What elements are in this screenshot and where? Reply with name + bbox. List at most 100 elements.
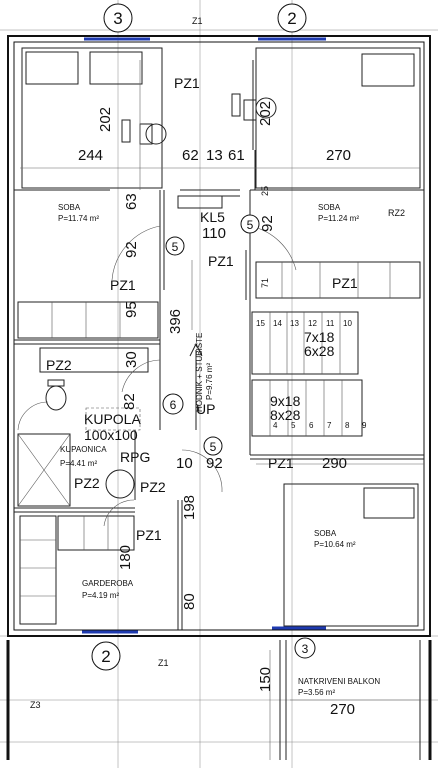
dimension-82: 82 [121, 393, 138, 410]
dimension-180: 180 [117, 545, 134, 570]
dimension-244: 244 [78, 147, 103, 164]
room-name-kupaonica: KUPAONICA [60, 445, 107, 454]
stair-spec-upper-2: 6x28 [304, 343, 335, 359]
tag-pz2-door: PZ2 [140, 479, 166, 495]
dimension-92-a: 92 [123, 241, 140, 258]
beds [21, 47, 421, 627]
stair-number: 5 [291, 421, 296, 430]
dimension-270-top: 270 [326, 147, 351, 164]
room-name-hodnik: HODNIK + STUBIŠTE [195, 333, 204, 412]
dimension-202-right: 202 [257, 101, 274, 126]
dimension-71: 71 [260, 278, 270, 288]
dimension-202-left: 202 [97, 107, 114, 132]
room-name-soba-left: SOBA [58, 203, 81, 212]
dimension-110: 110 [202, 225, 226, 242]
door-number: 6 [170, 398, 177, 412]
tag-pz2-lower: PZ2 [74, 475, 100, 491]
dimension-30: 30 [123, 351, 140, 368]
room-name-balkon: NATKRIVENI BALKON [298, 677, 380, 686]
stairs [189, 311, 363, 437]
tag-pz1-hall: PZ1 [268, 455, 294, 471]
axis-label-rz2: RZ2 [388, 208, 405, 218]
stair-number: 7 [327, 421, 332, 430]
room-name-garderoba: GARDEROBA [82, 579, 134, 588]
dimension-62: 62 [182, 147, 199, 164]
stair-spec-upper-1: 7x18 [304, 329, 335, 345]
stair-spec-lower-1: 9x18 [270, 393, 301, 409]
room-area-soba-right: P=11.24 m² [318, 214, 359, 223]
dimension-396: 396 [167, 309, 184, 334]
tag-kupola: KUPOLA [84, 411, 141, 427]
grid-marker-2-bottom: 2 [91, 641, 121, 671]
dimension-10: 10 [176, 455, 193, 472]
tag-pz1-garderoba: PZ1 [136, 527, 162, 543]
windows [82, 37, 326, 634]
stair-number: 10 [343, 319, 352, 328]
stair-numbers-lower: 4 5 6 7 8 9 [273, 421, 367, 430]
tag-pz2-bath: PZ2 [46, 357, 72, 373]
door-number: 5 [247, 218, 254, 232]
grid-label: 2 [101, 647, 110, 666]
stair-number: 9 [362, 421, 367, 430]
dimension-198: 198 [181, 495, 198, 520]
tag-up: UP [196, 401, 215, 417]
room-area-soba-left: P=11.74 m² [58, 214, 99, 223]
tag-pz1-center: PZ1 [208, 253, 234, 269]
dimension-92-c: 92 [206, 455, 223, 472]
grid-label: 3 [302, 642, 309, 656]
stair-spec-lower-2: 8x28 [270, 407, 301, 423]
dimension-92-b: 92 [259, 215, 276, 232]
dimension-270-bottom: 270 [330, 701, 355, 718]
door-marker-5c: 5 [203, 436, 223, 456]
door-marker-5a: 5 [165, 236, 185, 256]
interior-walls [14, 60, 424, 630]
dimension-61: 61 [228, 147, 245, 164]
room-area-kupaonica: P=4.41 m² [60, 459, 97, 468]
bathroom-fixtures [17, 347, 149, 507]
grid-marker-3-top: 3 [103, 3, 133, 33]
door-marker-5b: 5 [240, 214, 260, 234]
door-number: 5 [210, 440, 217, 454]
room-name-soba-right: SOBA [318, 203, 341, 212]
tag-kupola-size: 100x100 [84, 427, 138, 443]
tag-pz1-wardrobe: PZ1 [332, 275, 358, 291]
dimension-63: 63 [123, 193, 140, 210]
room-name-soba-bottom: SOBA [314, 529, 337, 538]
tag-pz1-left: PZ1 [110, 277, 136, 293]
stair-number: 4 [273, 421, 278, 430]
stair-number: 8 [345, 421, 350, 430]
room-area-hodnik: P=9.76 m² [205, 363, 214, 400]
dimension-150: 150 [257, 667, 274, 692]
axis-label-z1-bottom: Z1 [158, 658, 169, 668]
stair-numbers-upper: 15 14 13 12 11 10 [256, 319, 352, 328]
room-area-balkon: P=3.56 m² [298, 688, 335, 697]
axis-label-z3: Z3 [30, 700, 41, 710]
stair-number: 12 [308, 319, 317, 328]
door-marker-6: 6 [162, 393, 184, 415]
door-number: 5 [172, 240, 179, 254]
dimension-80: 80 [181, 593, 198, 610]
dimension-25: 25 [260, 186, 270, 196]
tag-rpg: RPG [120, 449, 150, 465]
room-area-soba-bottom: P=10.64 m² [314, 540, 356, 549]
grid-marker-3-bottom: 3 [294, 637, 316, 659]
grid-marker-2-top: 2 [277, 3, 307, 33]
wardrobes [17, 195, 421, 625]
grid-label: 3 [113, 9, 122, 28]
door-swings [17, 225, 297, 527]
exterior-walls [6, 35, 432, 760]
dimension-290: 290 [322, 455, 347, 472]
axis-label-z1-top: Z1 [192, 16, 203, 26]
tag-pz1-top: PZ1 [174, 75, 200, 91]
room-area-garderoba: P=4.19 m² [82, 591, 119, 600]
stair-number: 13 [290, 319, 299, 328]
grid-label: 2 [287, 9, 296, 28]
stair-number: 6 [309, 421, 314, 430]
stair-number: 14 [273, 319, 282, 328]
stair-number: 11 [326, 319, 335, 328]
dimension-lines [20, 60, 424, 760]
dimension-13: 13 [206, 147, 223, 164]
tag-kl5: KL5 [200, 209, 225, 225]
